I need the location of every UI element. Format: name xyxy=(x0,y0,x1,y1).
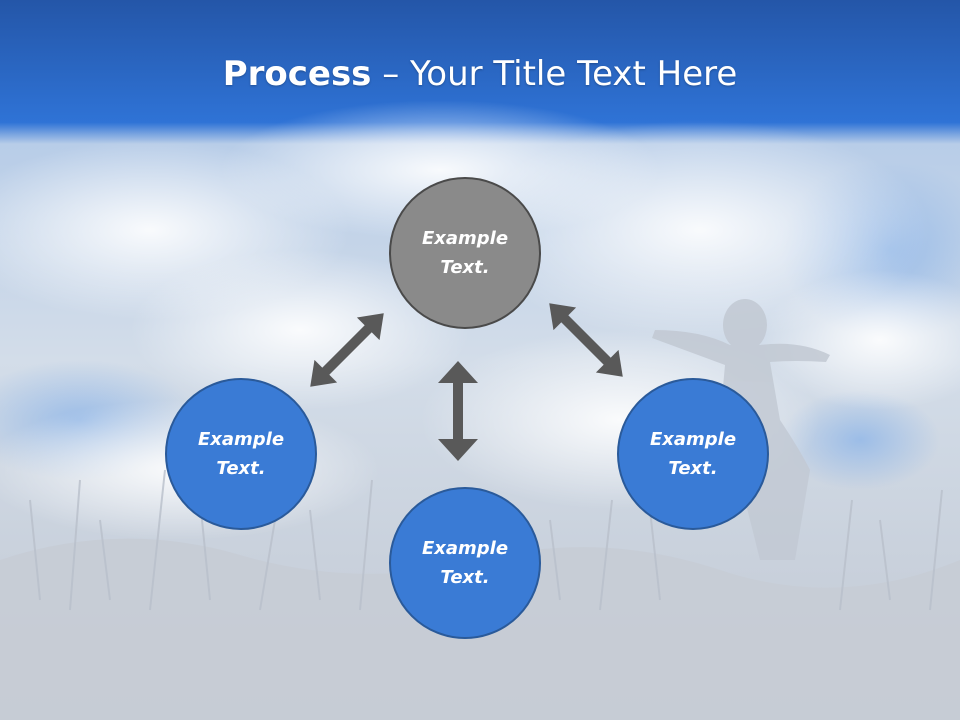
process-node-left: Example Text. xyxy=(165,378,317,530)
double-arrow-vertical xyxy=(438,361,478,461)
node-label-right: Example Text. xyxy=(649,429,737,479)
title-bold: Process xyxy=(222,54,372,94)
double-arrow-left xyxy=(310,313,384,387)
node-label-top: Example Text. xyxy=(421,228,509,278)
double-arrow-right xyxy=(549,303,623,377)
node-label-bottom: Example Text. xyxy=(421,538,509,588)
process-node-bottom: Example Text. xyxy=(389,487,541,639)
node-label-left: Example Text. xyxy=(197,429,285,479)
process-node-right: Example Text. xyxy=(617,378,769,530)
title-rest: – Your Title Text Here xyxy=(371,54,738,94)
process-node-top: Example Text. xyxy=(389,177,541,329)
page-title: Process – Your Title Text Here xyxy=(0,52,960,96)
